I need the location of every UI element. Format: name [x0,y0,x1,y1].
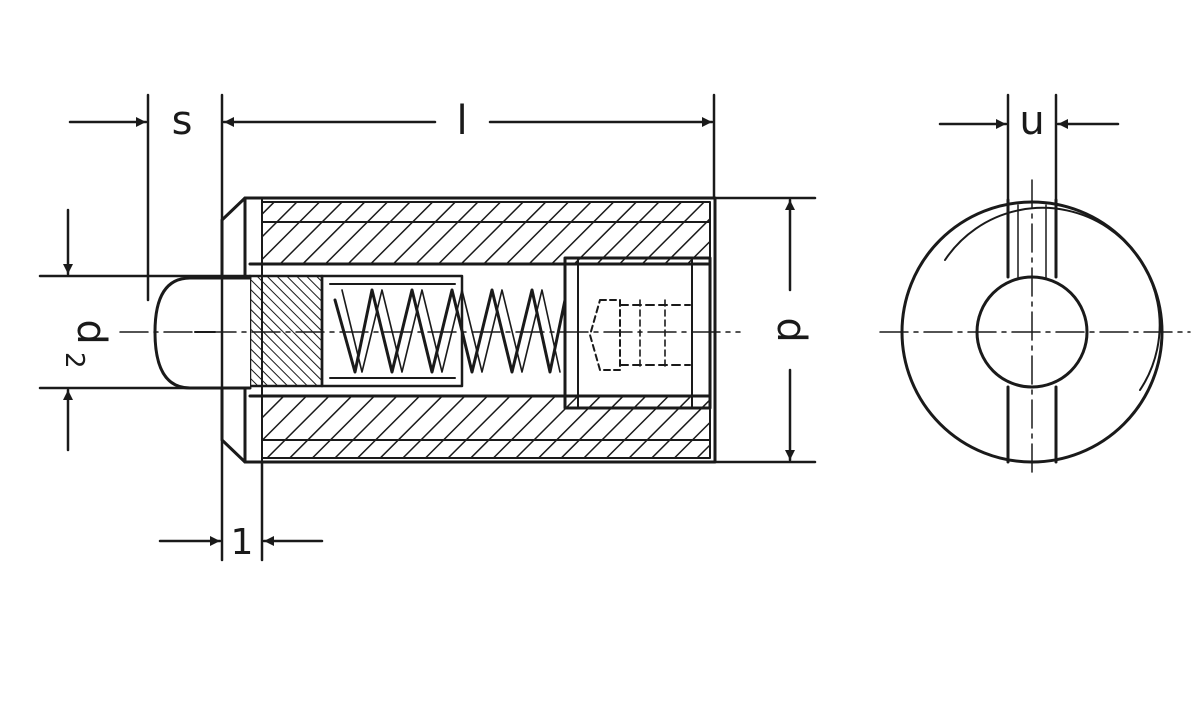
label-l1: 1 [231,522,254,563]
section-view [119,196,741,464]
label-d2: d [68,319,114,344]
bottom-wall-section [261,395,711,459]
dimension-lines [38,93,817,562]
end-view [879,93,1191,479]
label-l: l [456,98,467,144]
label-d2-subscript: 2 [59,352,89,369]
spring [333,288,567,374]
label-s: s [172,98,193,144]
ball-holder-section [248,274,324,388]
label-u: u [1019,98,1044,144]
top-wall-section [261,201,711,265]
dimension-labels: s l u d 2 d 1 [59,98,1045,563]
end-plug [563,256,712,410]
label-d: d [768,317,814,342]
thread-arc [944,206,1161,391]
